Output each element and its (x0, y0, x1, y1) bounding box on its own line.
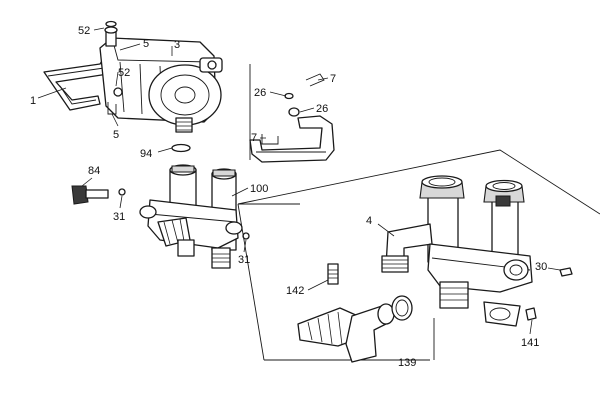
callout-52-top: 52 (78, 25, 90, 37)
clip-7-bottom (261, 134, 279, 145)
valve-block-left (71, 143, 250, 269)
callout-31-right: 31 (238, 254, 250, 266)
valve-block-exploded (327, 175, 573, 327)
callout-94: 94 (140, 148, 152, 160)
exploded-hose-clip (483, 301, 521, 327)
exploded-lower-outlet (439, 281, 469, 309)
callout-30: 30 (535, 261, 547, 273)
pump-head (148, 64, 222, 126)
callout-5-top: 5 (143, 38, 149, 50)
callout-100: 100 (250, 183, 268, 195)
callout-139: 139 (398, 357, 416, 369)
callout-26-left: 26 (254, 87, 266, 99)
callout-3: 3 (174, 39, 180, 51)
callout-142: 142 (286, 285, 304, 297)
knob-elbow-assembly (297, 295, 413, 363)
exploded-side-port (503, 259, 529, 281)
callout-26-right: 26 (316, 103, 328, 115)
callout-7-bottom: 7 (251, 132, 257, 144)
exploded-view-frame (237, 64, 600, 361)
flow-pipe-assembly (249, 73, 335, 163)
callout-52-middle: 52 (118, 67, 130, 79)
oring-139 (391, 295, 413, 321)
callout-4: 4 (366, 215, 372, 227)
screw-30 (559, 267, 573, 277)
screw-141 (525, 307, 537, 321)
oring-52 (105, 20, 117, 28)
exploded-central-body (427, 243, 533, 293)
pump-outlet (175, 117, 193, 133)
valve-side-port (225, 221, 243, 235)
callout-31-left: 31 (113, 211, 125, 223)
leader-lines (37, 27, 561, 335)
callout-labels: 52 5 3 52 1 5 26 7 26 7 94 84 100 31 31 … (30, 25, 547, 369)
temperature-sensor-84 (71, 185, 89, 205)
flow-pipe (249, 115, 335, 163)
oring-94 (171, 143, 191, 153)
callout-1: 1 (30, 95, 36, 107)
washer-31-left (118, 188, 126, 196)
clip-7-top (305, 73, 325, 87)
callout-7-top: 7 (330, 73, 336, 85)
oring-26 (288, 107, 300, 117)
callout-141: 141 (521, 337, 539, 349)
callout-5-bottom: 5 (113, 129, 119, 141)
callout-84: 84 (88, 165, 100, 177)
pump-assembly (43, 20, 223, 133)
